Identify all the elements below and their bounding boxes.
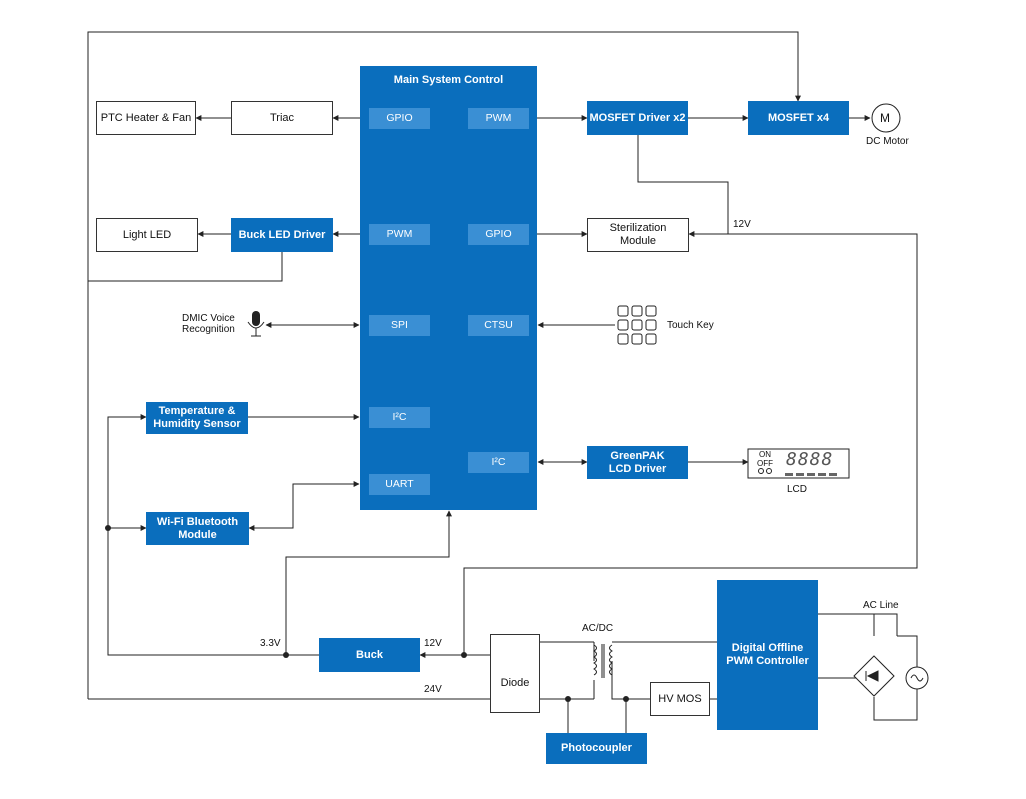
mcu-uart: UART — [369, 474, 430, 495]
lcd-off-label: OFF — [757, 459, 773, 468]
dmic-voice-label: DMIC Voice Recognition — [182, 313, 235, 335]
mcu-spi: SPI — [369, 315, 430, 336]
microphone-icon — [247, 311, 265, 337]
buck-box: Buck — [319, 638, 420, 672]
pwm-controller-box: Digital Offline PWM Controller — [717, 580, 818, 730]
mosfet-driver-box: MOSFET Driver x2 — [587, 101, 688, 135]
lcd-digits: 8888 — [786, 449, 834, 470]
greenpak-lcd-driver-box: GreenPAK LCD Driver — [587, 446, 688, 479]
ptc-heater-fan-box: PTC Heater & Fan — [96, 101, 196, 135]
wifi-bluetooth-module-box: Wi-Fi Bluetooth Module — [146, 512, 249, 545]
light-led-box: Light LED — [96, 218, 198, 252]
mcu-i2c-right: I²C — [468, 452, 529, 473]
photocoupler-box: Photocoupler — [546, 733, 647, 764]
dc-motor-label: DC Motor — [866, 136, 909, 147]
lcd-on-label: ON — [759, 450, 771, 459]
mcu-pwm-right: PWM — [468, 108, 529, 129]
lcd-label: LCD — [787, 484, 808, 495]
diode-box: Diode — [490, 634, 540, 713]
mcu-ctsu: CTSU — [468, 315, 529, 336]
12v-top-label: 12V — [733, 219, 751, 230]
mcu-pwm-left: PWM — [369, 224, 430, 245]
transformer-icon — [593, 644, 613, 678]
acdc-label: AC/DC — [582, 623, 614, 634]
ac-source-icon — [905, 666, 929, 690]
dc-motor-icon — [871, 103, 901, 133]
touch-key-label: Touch Key — [667, 320, 714, 331]
hv-mos-box: HV MOS — [650, 682, 710, 716]
24v-label: 24V — [424, 684, 442, 695]
motor-letter: M — [880, 111, 890, 125]
12v-bottom-label: 12V — [424, 638, 442, 649]
lcd-panel-icon — [747, 448, 850, 479]
touch-key-icon — [617, 305, 657, 345]
mcu-title: Main System Control — [393, 74, 504, 86]
bridge-rectifier-icon — [853, 655, 895, 697]
3v3-label: 3.3V — [260, 638, 281, 649]
triac-box: Triac — [231, 101, 333, 135]
mcu-i2c-left: I²C — [369, 407, 430, 428]
main-system-control: Main System Control — [360, 66, 537, 510]
mcu-gpio-right: GPIO — [468, 224, 529, 245]
ac-line-label: AC Line — [863, 600, 899, 611]
mcu-gpio-left: GPIO — [369, 108, 430, 129]
sterilization-module-box: Sterilization Module — [587, 218, 689, 252]
temperature-humidity-sensor-box: Temperature & Humidity Sensor — [146, 402, 248, 434]
buck-led-driver-box: Buck LED Driver — [231, 218, 333, 252]
mosfet-x4-box: MOSFET x4 — [748, 101, 849, 135]
